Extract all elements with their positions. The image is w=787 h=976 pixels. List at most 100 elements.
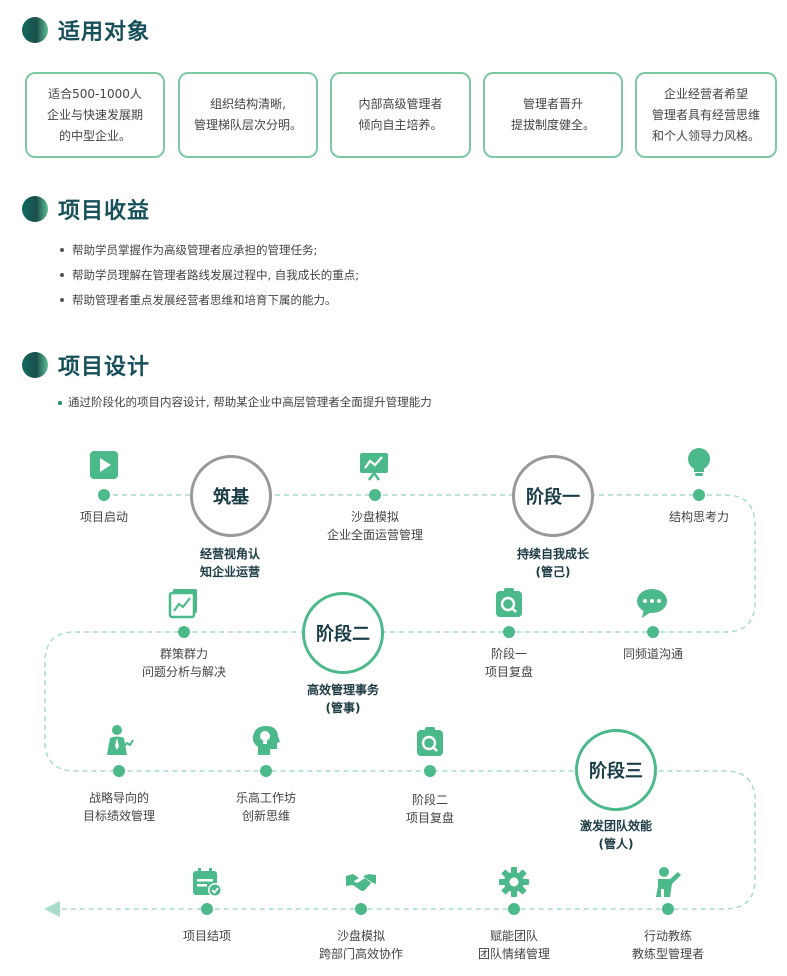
list-item: 帮助学员理解在管理者路线发展过程中, 自我成长的重点; xyxy=(60,265,359,290)
card-line: 倾向自主培养。 xyxy=(358,118,443,132)
stage-subtitle-line: (管人) xyxy=(598,837,634,851)
node-label: 阶段二 项目复盘 xyxy=(355,791,505,827)
node-label: 赋能团队 团队情绪管理 xyxy=(439,927,589,963)
timeline-dot xyxy=(178,626,190,638)
timeline-dot xyxy=(355,903,367,915)
chat-icon xyxy=(637,589,667,618)
card-line: 企业与快速发展期 xyxy=(46,107,143,122)
node-label-line: 阶段二 xyxy=(411,793,448,807)
node-label-line: 行动教练 xyxy=(643,929,692,943)
list-item: 帮助学员掌握作为高级管理者应承担的管理任务; xyxy=(60,240,359,265)
card-line: 的中型企业。 xyxy=(58,128,131,143)
timeline-dot xyxy=(662,903,674,915)
node-label: 沙盘模拟 企业全面运营管理 xyxy=(300,508,450,544)
timeline-dot xyxy=(98,489,110,501)
card-line: 适合500-1000人 xyxy=(48,86,142,101)
node-label-line: 项目复盘 xyxy=(405,811,454,825)
audience-card: 组织结构清晰, 管理梯队层次分明。 xyxy=(178,72,318,158)
timeline-dot xyxy=(113,765,125,777)
stage-title: 阶段二 xyxy=(316,624,370,645)
audience-card: 企业经营者希望 管理者具有经营思维 和个人领导力风格。 xyxy=(635,72,777,158)
timeline-dot xyxy=(201,903,213,915)
section-bullet-icon xyxy=(22,196,48,222)
timeline-dot xyxy=(647,626,659,638)
card-line: 企业经营者希望 xyxy=(663,86,748,101)
card-line: 提拔制度健全。 xyxy=(510,118,595,132)
section-benefits: 项目收益 xyxy=(22,193,150,225)
node-label-line: 阶段一 xyxy=(490,647,527,661)
review-icon xyxy=(496,588,522,617)
stage-circle: 筑基 xyxy=(190,455,272,537)
node-label-line: 团队情绪管理 xyxy=(477,947,550,961)
stage-subtitle: 激发团队效能 (管人) xyxy=(546,817,686,853)
node-label-line: 项目复盘 xyxy=(484,665,533,679)
node-label-line: 企业全面运营管理 xyxy=(326,528,423,542)
node-label-line: 教练型管理者 xyxy=(631,947,704,961)
node-label-line: 结构思考力 xyxy=(668,510,729,524)
node-label: 同频道沟通 xyxy=(578,645,728,663)
manager-icon xyxy=(107,725,134,755)
stage-circle: 阶段一 xyxy=(512,455,594,537)
stage-subtitle-line: (管己) xyxy=(535,565,571,579)
node-label-line: 同频道沟通 xyxy=(622,647,683,661)
idea-head-icon xyxy=(252,726,280,755)
node-label: 项目启动 xyxy=(29,508,179,526)
stage-subtitle: 经营视角认 知企业运营 xyxy=(160,545,300,581)
node-label-line: 赋能团队 xyxy=(489,929,538,943)
node-label-line: 沙盘模拟 xyxy=(350,510,399,524)
review-icon xyxy=(417,727,443,756)
node-label-line: 群策群力 xyxy=(159,647,208,661)
stage-title: 阶段三 xyxy=(589,761,643,782)
timeline-dot xyxy=(424,765,436,777)
stage-circle: 阶段二 xyxy=(302,592,384,674)
section-title: 项目设计 xyxy=(58,355,151,380)
node-label: 行动教练 教练型管理者 xyxy=(593,927,743,963)
stage-title: 阶段一 xyxy=(526,487,580,508)
lightbulb-icon xyxy=(688,448,710,476)
section-title: 适用对象 xyxy=(58,20,151,45)
timeline-dot xyxy=(508,903,520,915)
stage-subtitle-line: (管事) xyxy=(325,701,361,715)
section-bullet-icon xyxy=(22,17,48,43)
section-bullet-icon xyxy=(22,352,48,378)
audience-card: 内部高级管理者 倾向自主培养。 xyxy=(330,72,471,158)
timeline-dot xyxy=(503,626,515,638)
stage-subtitle-line: 知企业运营 xyxy=(199,565,260,579)
coach-icon xyxy=(656,867,681,897)
presentation-icon xyxy=(360,453,388,481)
stage-subtitle-line: 激发团队效能 xyxy=(579,819,652,833)
section-audience: 适用对象 xyxy=(22,14,150,46)
handshake-icon xyxy=(346,874,376,891)
node-label-line: 沙盘模拟 xyxy=(336,929,385,943)
stage-subtitle-line: 高效管理事务 xyxy=(306,683,379,697)
node-label-line: 项目启动 xyxy=(79,510,128,524)
card-line: 管理梯队层次分明。 xyxy=(193,118,302,132)
section-title: 项目收益 xyxy=(58,199,151,224)
node-label: 沙盘模拟 跨部门高效协作 xyxy=(286,927,436,963)
node-label: 战略导向的 目标绩效管理 xyxy=(44,789,194,825)
card-line: 组织结构清晰, xyxy=(210,97,286,111)
stage-circle: 阶段三 xyxy=(575,729,657,811)
node-label-line: 问题分析与解决 xyxy=(141,665,226,679)
node-label-line: 项目结项 xyxy=(182,929,231,943)
timeline-dot xyxy=(260,765,272,777)
stage-subtitle: 持续自我成长 (管己) xyxy=(483,545,623,581)
node-label: 结构思考力 xyxy=(624,508,774,526)
node-label-line: 战略导向的 xyxy=(88,791,149,805)
gear-icon xyxy=(499,867,529,897)
list-item: 帮助管理者重点发展经营者思维和培育下属的能力。 xyxy=(60,290,359,315)
node-label-line: 乐高工作坊 xyxy=(235,791,296,805)
card-line: 内部高级管理者 xyxy=(358,97,443,111)
node-label-line: 跨部门高效协作 xyxy=(318,947,403,961)
node-label: 项目结项 xyxy=(132,927,282,945)
chart-icon xyxy=(168,589,197,619)
calendar-check-icon xyxy=(193,868,222,897)
stage-subtitle: 高效管理事务 (管事) xyxy=(273,681,413,717)
arrow-head-icon xyxy=(44,901,60,917)
timeline-dot xyxy=(369,489,381,501)
audience-card: 适合500-1000人 企业与快速发展期 的中型企业。 xyxy=(25,72,165,158)
stage-subtitle-line: 持续自我成长 xyxy=(516,547,589,561)
section-design: 项目设计 xyxy=(22,349,150,381)
benefits-list: 帮助学员掌握作为高级管理者应承担的管理任务; 帮助学员理解在管理者路线发展过程中… xyxy=(60,240,359,315)
